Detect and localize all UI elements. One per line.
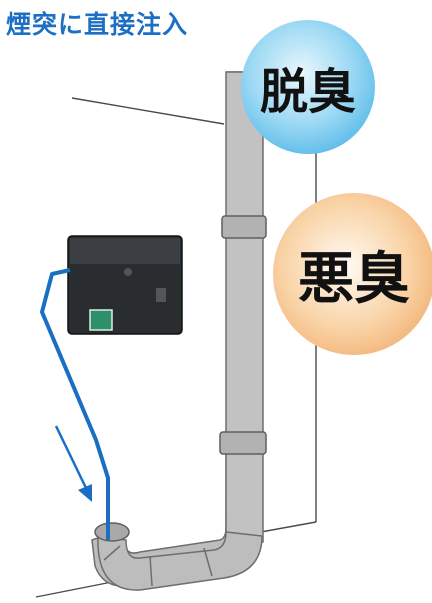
bad-odor-badge: 悪臭: [273, 193, 432, 355]
deodorized-badge: 脱臭: [241, 20, 375, 154]
page-title: 煙突に直接注入: [6, 10, 189, 39]
arrow-icon: [54, 425, 92, 502]
injector-device: [67, 235, 183, 335]
wall-outline: [35, 97, 317, 598]
injection-tube: [40, 268, 110, 540]
